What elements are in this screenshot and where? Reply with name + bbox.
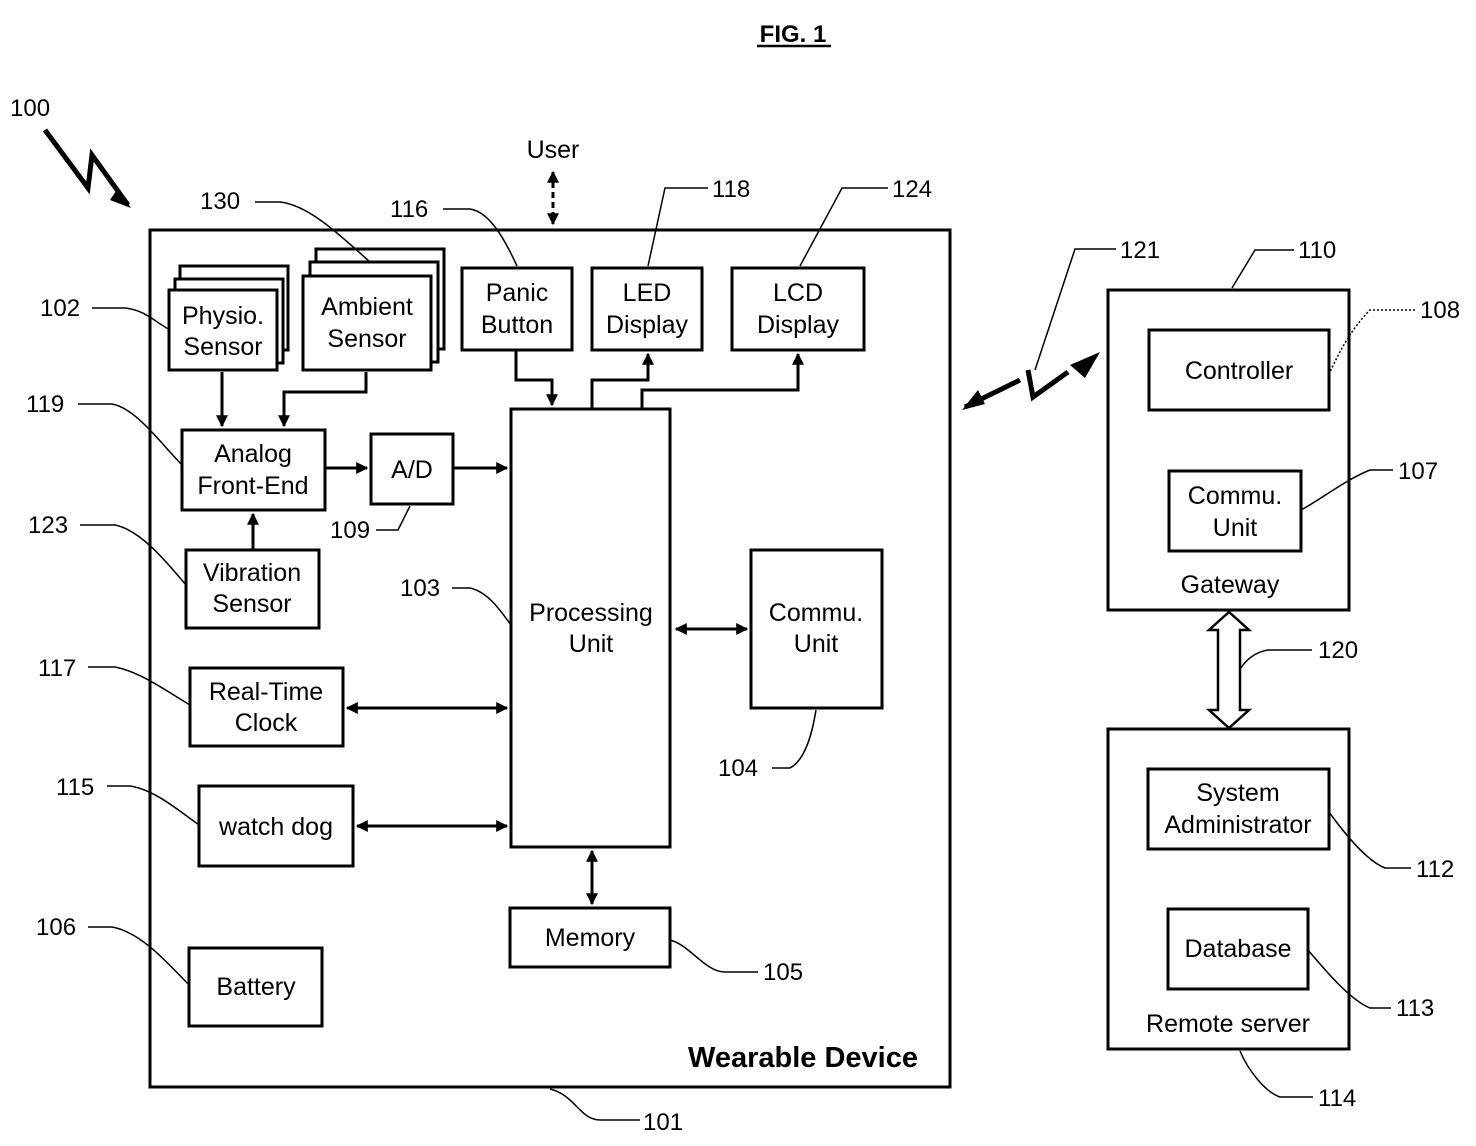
wearable-commu-unit-box — [751, 550, 882, 708]
battery-label: Battery — [216, 973, 296, 1001]
physio-sensor-label-1: Physio. — [182, 302, 264, 330]
panic-button-label-2: Button — [481, 311, 553, 339]
lcd-display-label-2: Display — [757, 311, 839, 339]
gateway-commu-unit-label-1: Commu. — [1188, 482, 1282, 510]
panic-to-processing-arrow — [516, 350, 552, 405]
vibration-sensor-ref: 123 — [28, 512, 68, 539]
remote-server-leader — [1240, 1051, 1313, 1097]
led-display-ref: 118 — [712, 176, 750, 203]
gateway-commu-unit-ref: 107 — [1398, 458, 1438, 485]
processing-unit-label-1: Processing — [529, 599, 653, 627]
led-display-leader — [648, 188, 708, 266]
real-time-clock-leader — [88, 667, 190, 705]
controller-ref: 108 — [1420, 297, 1460, 324]
processing-unit-ref: 103 — [400, 575, 440, 602]
gateway-commu-unit-leader — [1301, 470, 1393, 510]
real-time-clock-ref: 117 — [38, 655, 76, 682]
wireless-arrowhead-right — [1070, 352, 1100, 378]
analog-front-end-label-2: Front-End — [197, 472, 308, 500]
figure-title: FIG. 1 — [760, 21, 827, 48]
ambient-sensor-ref: 130 — [200, 188, 240, 215]
ambient-to-afe-arrow — [284, 372, 366, 426]
wearable-device-title: Wearable Device — [688, 1042, 918, 1074]
ambient-sensor-block: Ambient Sensor — [303, 249, 444, 370]
gateway-title: Gateway — [1181, 571, 1280, 599]
processing-to-lcd-arrow — [642, 354, 798, 409]
system-admin-label-2: Administrator — [1164, 811, 1311, 839]
analog-front-end-label-1: Analog — [214, 440, 292, 468]
lcd-display-label-1: LCD — [773, 279, 823, 307]
wearable-commu-unit-label-2: Unit — [794, 630, 839, 658]
memory-leader — [670, 940, 758, 972]
processing-unit-box — [511, 409, 670, 847]
lcd-display-leader — [800, 188, 888, 266]
gateway-commu-unit-label-2: Unit — [1213, 514, 1258, 542]
led-display-label-2: Display — [606, 311, 688, 339]
vibration-sensor-label-1: Vibration — [203, 559, 301, 587]
vibration-sensor-leader — [80, 525, 186, 585]
ambient-sensor-label-1: Ambient — [321, 293, 413, 321]
database-label: Database — [1184, 935, 1291, 963]
physio-sensor-leader — [92, 308, 170, 330]
panic-button-label-1: Panic — [486, 279, 549, 307]
watch-dog-label: watch dog — [218, 813, 333, 841]
panic-button-leader — [443, 209, 517, 266]
wireless-link-leader — [1035, 249, 1116, 370]
remote-server-title: Remote server — [1146, 1010, 1310, 1038]
controller-label: Controller — [1185, 357, 1293, 385]
wireless-arrowhead-left — [962, 390, 985, 410]
wireless-link-ref: 121 — [1120, 237, 1160, 264]
led-display-label-1: LED — [623, 279, 672, 307]
wearable-ref: 101 — [643, 1109, 683, 1136]
ad-converter-label: A/D — [391, 456, 433, 484]
ambient-sensor-label-2: Sensor — [327, 325, 406, 353]
watch-dog-ref: 115 — [56, 774, 94, 801]
gateway-ref: 110 — [1298, 237, 1336, 264]
physio-sensor-label-2: Sensor — [183, 333, 262, 361]
controller-leader — [1330, 310, 1415, 372]
wearable-commu-unit-leader — [772, 710, 816, 768]
gateway-server-link-arrow — [1209, 612, 1249, 728]
system-admin-ref: 112 — [1416, 856, 1454, 883]
processing-to-led-arrow — [592, 354, 648, 409]
database-ref: 113 — [1396, 995, 1434, 1022]
user-label: User — [527, 136, 580, 164]
wearable-ref-leader — [550, 1089, 640, 1120]
real-time-clock-label-2: Clock — [235, 709, 298, 737]
battery-ref: 106 — [36, 914, 76, 941]
gateway-leader — [1232, 250, 1294, 288]
wireless-link-zigzag — [1028, 370, 1068, 397]
processing-unit-leader — [452, 588, 511, 625]
ad-converter-ref: 109 — [330, 517, 370, 544]
system-admin-label-1: System — [1196, 779, 1279, 807]
real-time-clock-label-1: Real-Time — [209, 678, 323, 706]
system-admin-leader — [1329, 812, 1411, 868]
vibration-sensor-label-2: Sensor — [212, 590, 291, 618]
network-link-ref: 120 — [1318, 637, 1358, 664]
wearable-commu-unit-ref: 104 — [718, 755, 758, 782]
battery-leader — [88, 927, 189, 985]
panic-button-ref: 116 — [390, 196, 428, 223]
remote-server-ref: 114 — [1318, 1085, 1356, 1112]
memory-label: Memory — [545, 924, 636, 952]
memory-ref: 105 — [763, 959, 803, 986]
wearable-commu-unit-label-1: Commu. — [769, 599, 863, 627]
analog-front-end-ref: 119 — [26, 391, 64, 418]
ad-converter-leader — [376, 506, 410, 530]
system-ref: 100 — [10, 95, 50, 122]
physio-sensor-block: Physio. Sensor — [169, 266, 288, 370]
processing-unit-label-2: Unit — [569, 630, 614, 658]
network-link-leader — [1241, 650, 1312, 668]
watch-dog-leader — [107, 786, 199, 825]
analog-front-end-leader — [78, 404, 182, 465]
lcd-display-ref: 124 — [892, 176, 932, 203]
physio-sensor-ref: 102 — [40, 295, 80, 322]
